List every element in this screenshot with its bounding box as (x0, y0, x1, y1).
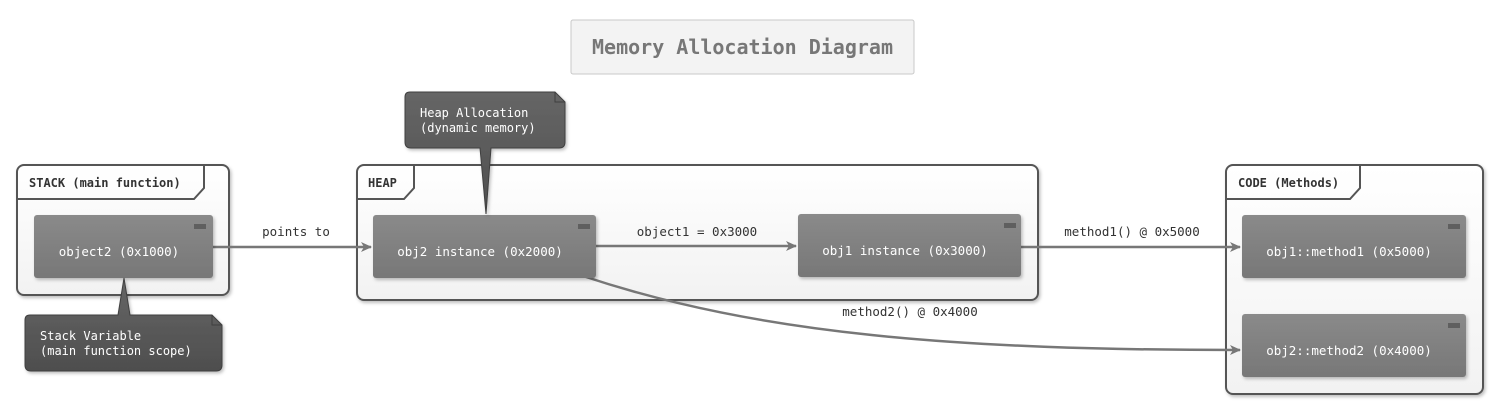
component-icon (1448, 323, 1460, 328)
node-object2[interactable]: object2 (0x1000) (34, 215, 213, 278)
node-obj1-instance-label: obj1 instance (0x3000) (822, 243, 988, 258)
node-obj2-method2-label: obj2::method2 (0x4000) (1266, 343, 1432, 358)
package-heap-label: HEAP (368, 176, 397, 190)
node-obj1-method1-label: obj1::method1 (0x5000) (1266, 244, 1432, 259)
node-obj2-method2[interactable]: obj2::method2 (0x4000) (1242, 314, 1466, 377)
edge-method2 (582, 274, 1241, 355)
node-obj1-instance[interactable]: obj1 instance (0x3000) (798, 214, 1021, 277)
note-stack-variable: Stack Variable (main function scope) (24, 277, 223, 372)
node-obj1-method1[interactable]: obj1::method1 (0x5000) (1242, 215, 1466, 278)
component-icon (1448, 224, 1460, 229)
package-stack-label: STACK (main function) (29, 176, 181, 190)
edge-label-object1: object1 = 0x3000 (637, 224, 757, 239)
edge-label-points-to: points to (262, 224, 330, 239)
note-heap-line2: (dynamic memory) (420, 121, 536, 135)
note-heap-allocation: Heap Allocation (dynamic memory) (404, 91, 566, 215)
note-heap-line1: Heap Allocation (420, 106, 528, 120)
package-code-label: CODE (Methods) (1238, 176, 1339, 190)
component-icon (194, 224, 206, 229)
component-icon (578, 224, 590, 229)
edge-label-method2: method2() @ 0x4000 (842, 304, 977, 319)
note-stack-line2: (main function scope) (40, 344, 192, 358)
diagram-title: Memory Allocation Diagram (570, 19, 915, 75)
note-stack-line1: Stack Variable (40, 329, 141, 343)
edges: points to object1 = 0x3000 method1() @ 0… (213, 224, 1241, 355)
node-obj2-instance-label: obj2 instance (0x2000) (397, 244, 563, 259)
edge-label-method1: method1() @ 0x5000 (1064, 224, 1199, 239)
component-icon (1004, 223, 1016, 228)
node-obj2-instance[interactable]: obj2 instance (0x2000) (373, 215, 596, 278)
node-object2-label: object2 (0x1000) (59, 244, 179, 259)
title-text: Memory Allocation Diagram (592, 35, 893, 59)
